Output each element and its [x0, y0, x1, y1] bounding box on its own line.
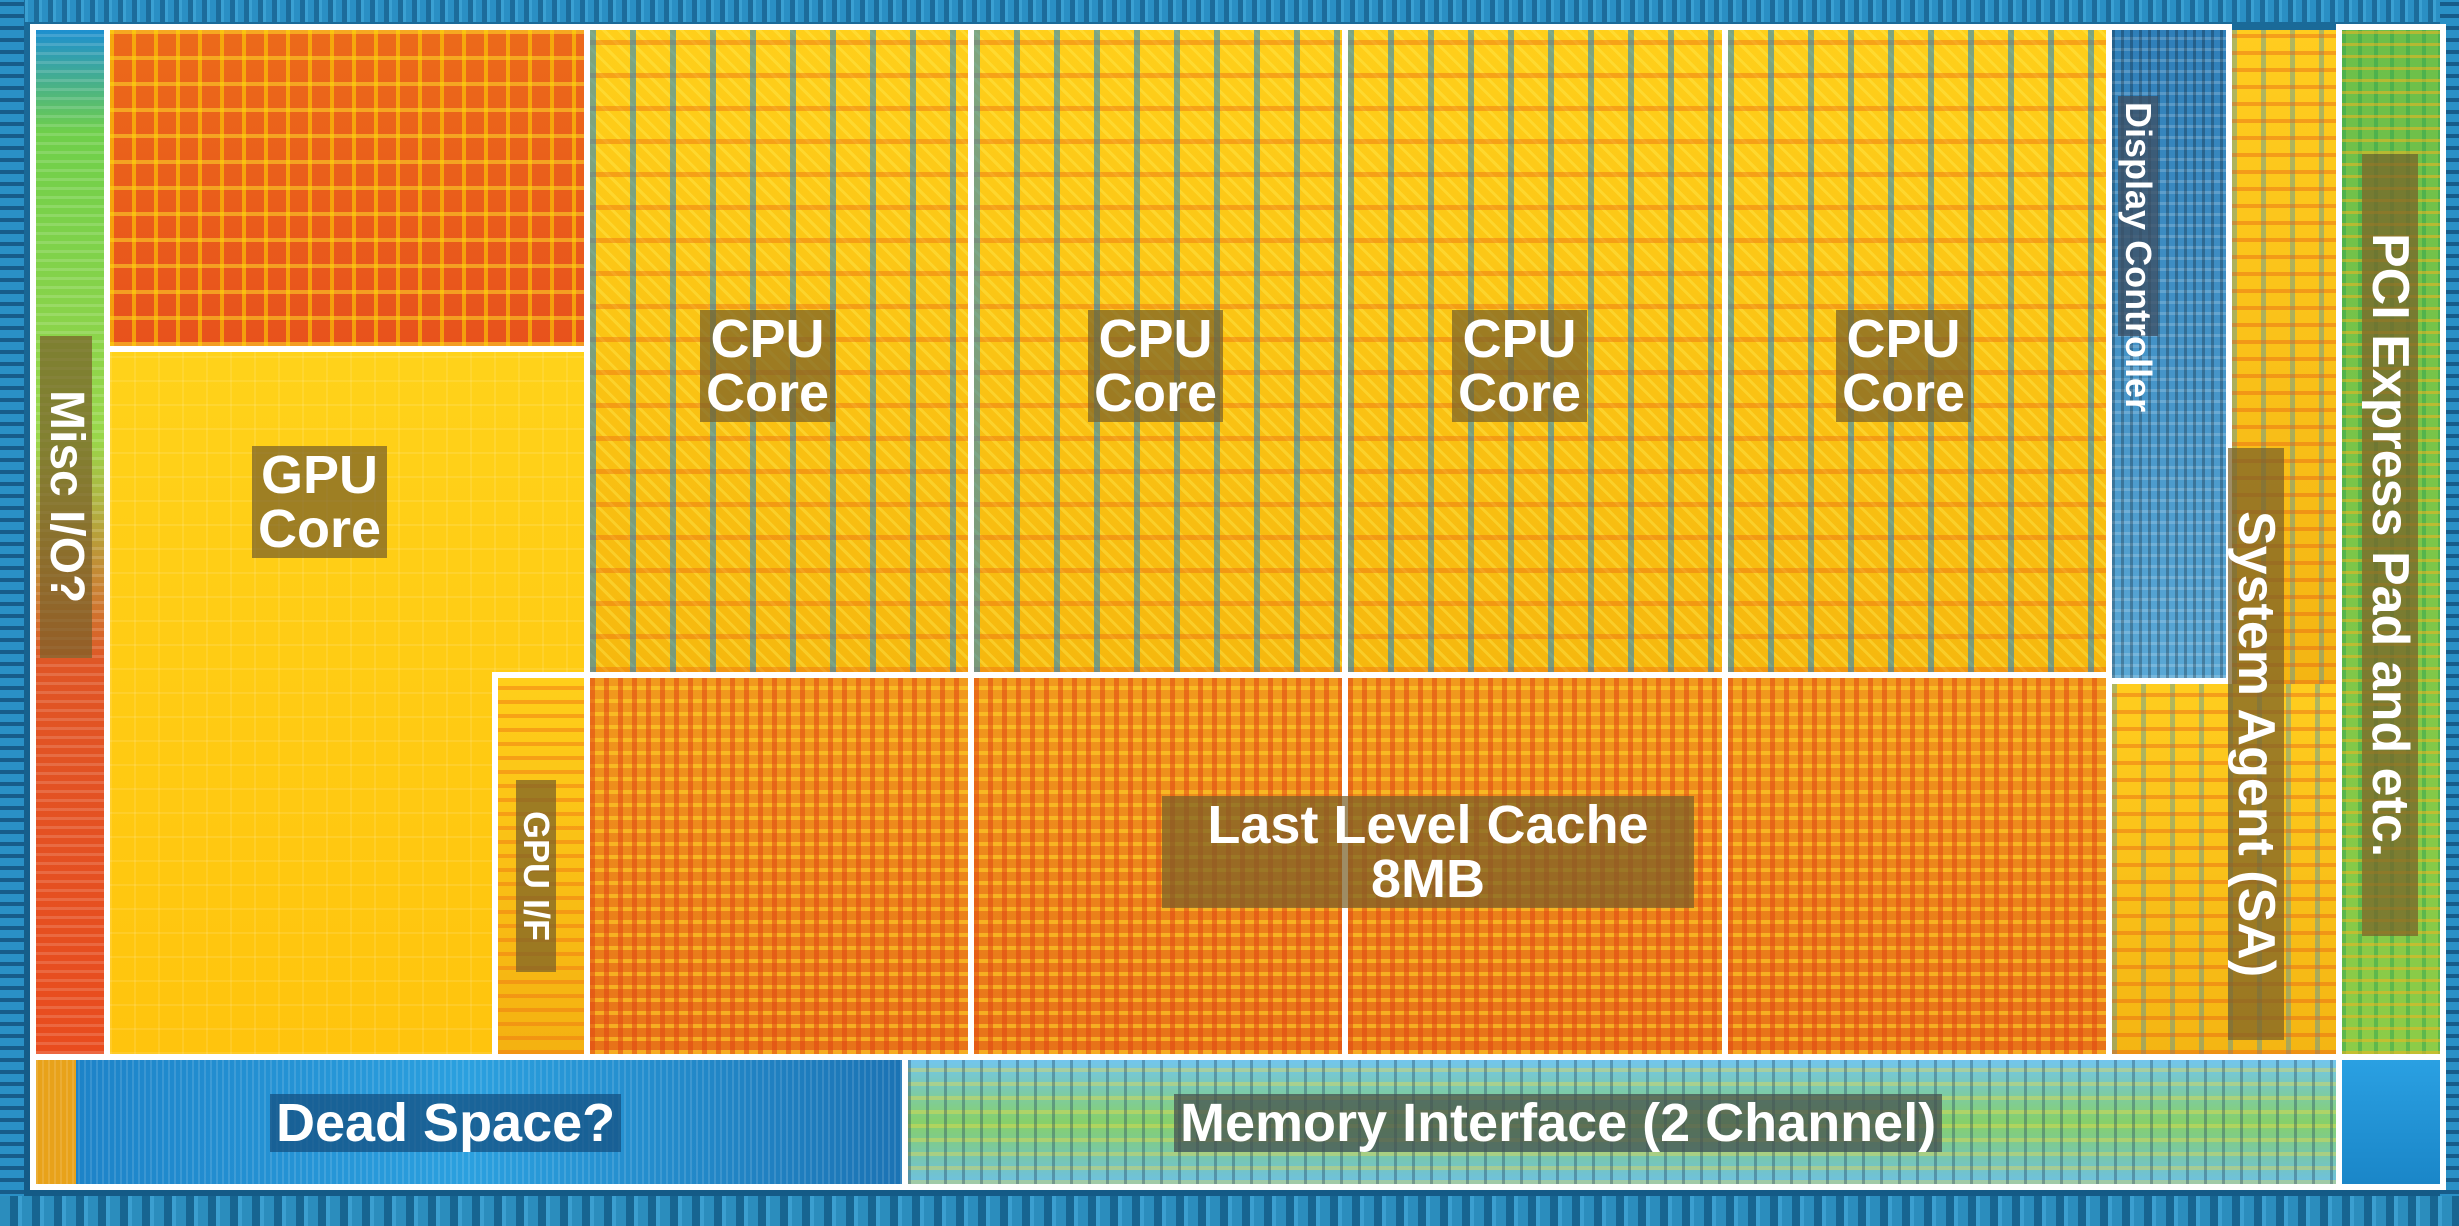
corner-block-region: [2336, 1054, 2446, 1190]
cpu-core-1-label-line1: CPU: [710, 309, 825, 369]
gpu-core-label-line2: Core: [258, 499, 382, 559]
llc-slice-1-region: [584, 672, 974, 1060]
system-agent-region: [2106, 678, 2342, 1060]
cpu-core-1-label: CPU Core: [700, 309, 836, 423]
display-controller-label-line2: Controller: [2118, 240, 2159, 413]
gpu-core-label-line1: GPU: [261, 445, 379, 505]
memory-interface-label: Memory Interface (2 Channel): [1174, 1094, 1943, 1152]
die-edge-bottom: [0, 1196, 2459, 1226]
cpu-core-2-label-line1: CPU: [1098, 309, 1213, 369]
gpu-core-top-region: [104, 24, 590, 352]
cpu-core-2-label: CPU Core: [1088, 309, 1224, 423]
cpu-core-3-label: CPU Core: [1452, 309, 1588, 423]
die-edge-left: [0, 0, 24, 1226]
dead-space-label: Dead Space?: [270, 1094, 622, 1152]
cpu-core-4-label-line2: Core: [1842, 363, 1966, 423]
llc-label-line2: 8MB: [1370, 849, 1485, 909]
gpu-if-label: GPU I/F: [516, 780, 557, 972]
cpu-core-4-label-line1: CPU: [1846, 309, 1961, 369]
cpu-core-1-label-line2: Core: [706, 363, 830, 423]
die-edge-top: [0, 0, 2459, 22]
cpu-core-3-label-line2: Core: [1458, 363, 1582, 423]
llc-slice-4-region: [1722, 672, 2112, 1060]
display-controller-label: Display Controller: [2118, 96, 2159, 412]
cpu-core-2-label-line2: Core: [1094, 363, 1218, 423]
system-agent-label: System Agent (SA): [2227, 448, 2285, 1040]
display-controller-label-line1: Display: [2118, 102, 2159, 231]
pci-express-label: PCI Express Pad and etc.: [2361, 154, 2419, 936]
misc-io-label: Misc I/O?: [40, 336, 93, 658]
llc-label-line1: Last Level Cache: [1207, 795, 1649, 855]
llc-label: Last Level Cache 8MB: [1162, 796, 1694, 908]
cpu-core-4-label: CPU Core: [1836, 309, 1972, 423]
cpu-core-3-label-line1: CPU: [1462, 309, 1577, 369]
gpu-core-label: GPU Core: [252, 445, 388, 559]
